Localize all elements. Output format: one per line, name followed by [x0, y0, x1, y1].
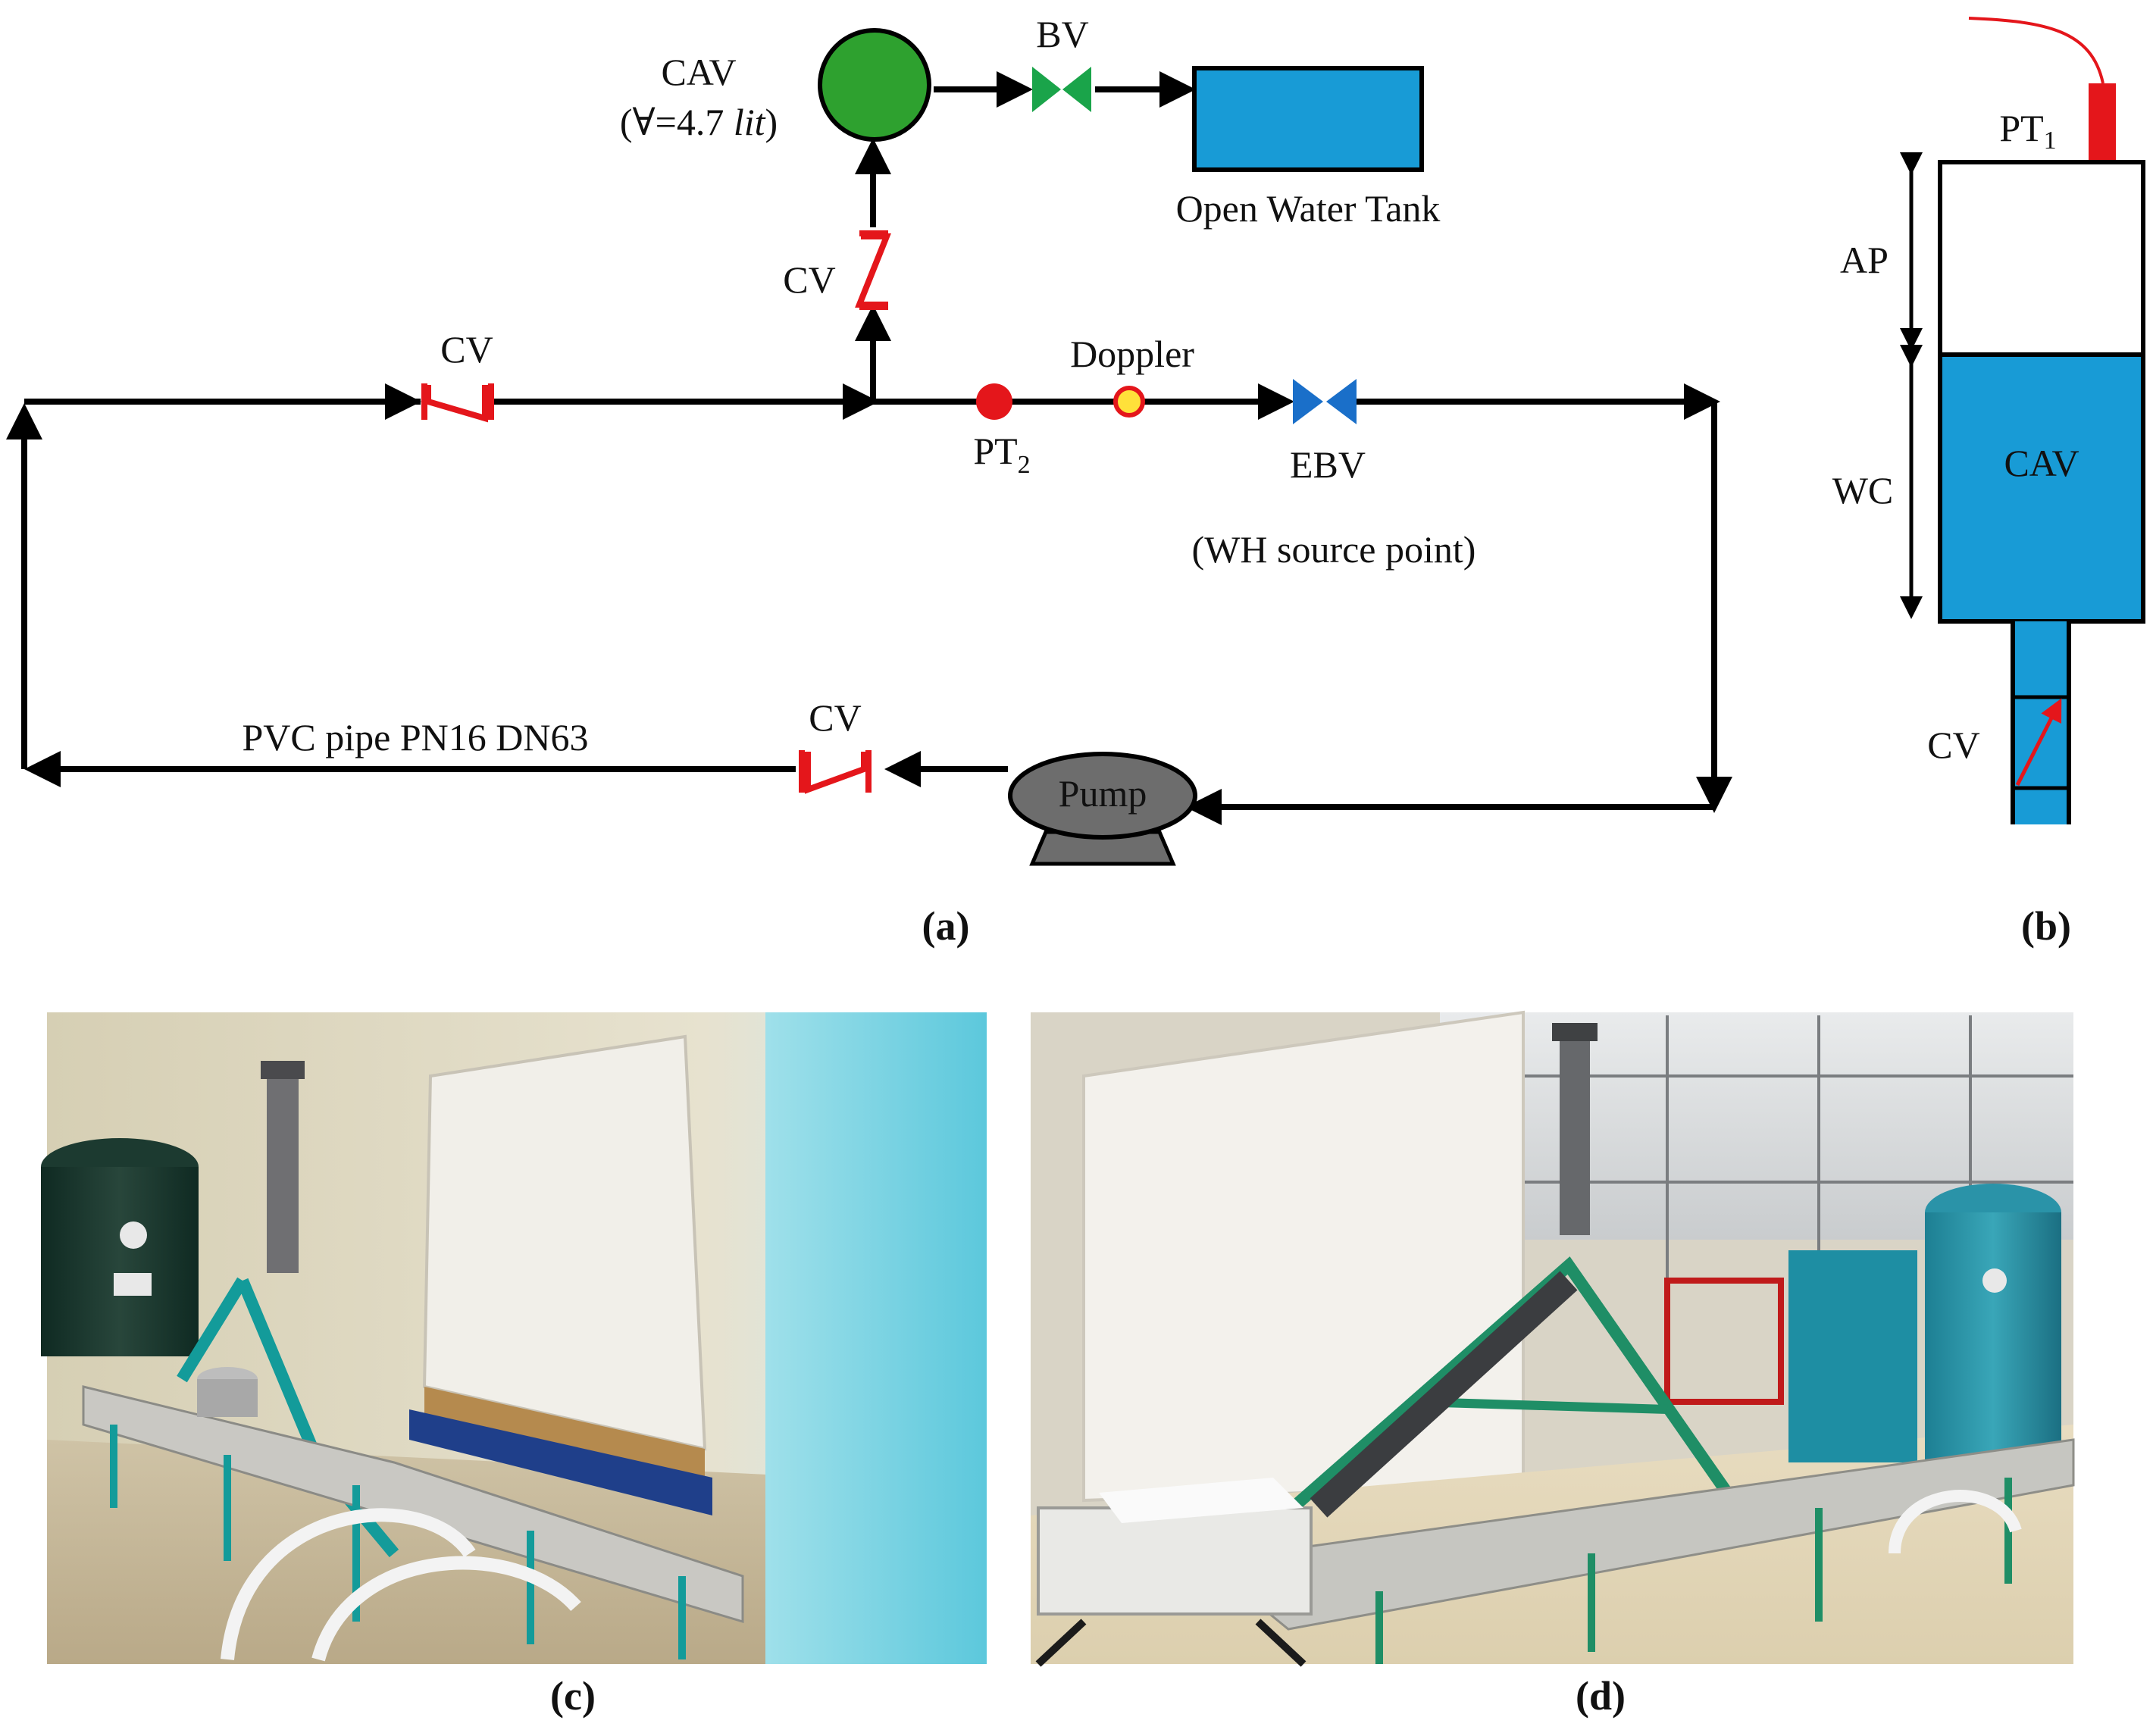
ap-label: AP	[1840, 239, 1889, 281]
bv-label: BV	[1036, 13, 1088, 55]
cav-air-pocket	[1938, 160, 2145, 357]
ebv-label: EBV	[1290, 443, 1366, 486]
ebv-valve-icon	[1293, 379, 1357, 424]
pressure-tank-dark	[41, 1138, 199, 1356]
doppler-sensor-icon	[1113, 386, 1145, 418]
panel-b-cav-detail: PT1 CAV CV AP WC (b)	[1832, 17, 2145, 949]
panel-a-schematic: CAV (∀=4.7 lit) BV Open Water Tank CV CV…	[5, 13, 1732, 949]
cav-detail-label: CAV	[2004, 442, 2079, 484]
cav-lower-pipe	[2013, 621, 2069, 824]
cv-detail-label: CV	[1927, 724, 1979, 766]
panel-d-photo: (d)	[1031, 1010, 2075, 1719]
wh-source-label: (WH source point)	[1192, 528, 1476, 571]
bv-valve-icon	[1032, 67, 1091, 112]
open-water-tank	[1192, 66, 1424, 172]
check-valve-riser-icon	[855, 230, 891, 310]
pipe-spec-label: PVC pipe PN16 DN63	[243, 716, 589, 759]
pt1-cable	[1968, 17, 2104, 84]
pt2-sensor-icon	[976, 383, 1012, 420]
pt1-label: PT1	[1999, 107, 2056, 155]
pump-label: Pump	[1059, 772, 1147, 815]
cav-label: CAV	[661, 51, 736, 93]
cav-volume-label: (∀=4.7 lit)	[620, 101, 778, 143]
cv-riser-label: CV	[783, 258, 835, 301]
cv-bottom-label: CV	[809, 696, 861, 739]
open-water-tank-label: Open Water Tank	[1176, 187, 1441, 230]
check-valve-bottom-icon	[799, 750, 872, 794]
cav-water-column	[1938, 352, 2145, 624]
doppler-label: Doppler	[1070, 333, 1194, 375]
panel-c-photo: (c)	[41, 1012, 987, 1719]
pt1-sensor-icon	[2089, 83, 2116, 162]
pressure-tank-blue	[1925, 1184, 2061, 1470]
caption-c: (c)	[550, 1673, 596, 1719]
wc-label: WC	[1832, 469, 1894, 511]
cv-detail-arrow	[2015, 698, 2062, 787]
caption-d: (d)	[1576, 1673, 1626, 1719]
check-valve-top-icon	[421, 383, 494, 423]
caption-b: (b)	[2021, 903, 2071, 949]
caption-a: (a)	[922, 903, 970, 949]
pump-icon	[1008, 752, 1197, 866]
cav-vessel-symbol	[818, 28, 931, 142]
cv-top-label: CV	[440, 328, 493, 371]
pt2-label: PT2	[973, 430, 1030, 479]
